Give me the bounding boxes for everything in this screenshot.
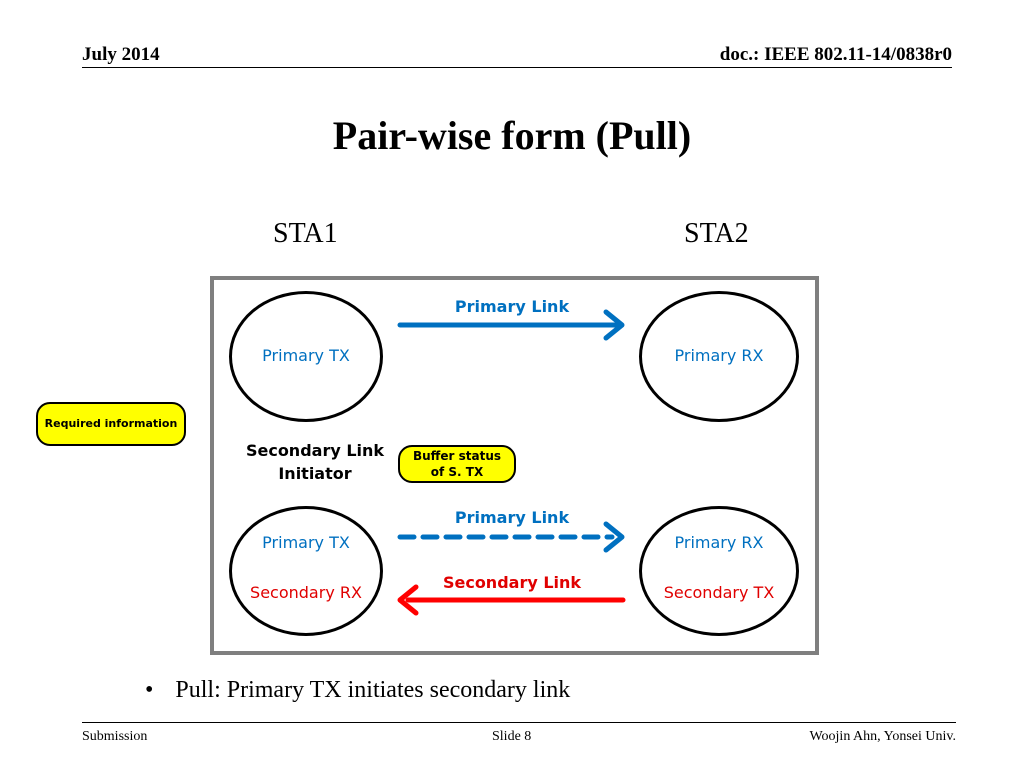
sta1-bottom-node (229, 506, 383, 636)
required-information-badge: Required information (36, 402, 186, 446)
header-rule (82, 67, 952, 68)
top-right-node-label: Primary RX (674, 346, 764, 365)
footer-submission: Submission (82, 729, 148, 744)
diagram-frame (210, 276, 819, 655)
top-primary-link-label: Primary Link (454, 297, 570, 316)
bullet-point: • Pull: Primary TX initiates secondary li… (145, 677, 570, 704)
bottom-left-secondary-label: Secondary RX (250, 583, 362, 602)
initiator-label-line2: Initiator (278, 464, 352, 483)
bottom-right-primary-label: Primary RX (674, 533, 764, 552)
bullet-text: Pull: Primary TX initiates secondary lin… (175, 677, 571, 703)
header-doc-id: doc.: IEEE 802.11-14/0838r0 (719, 44, 952, 65)
initiator-label-line1: Secondary Link (245, 441, 385, 460)
sta2-label: STA2 (684, 218, 749, 249)
bullet-marker: • (145, 677, 154, 703)
buffer-status-line2: of S. TX (430, 465, 484, 479)
header-date: July 2014 (82, 44, 160, 65)
buffer-status-line1: Buffer status (412, 449, 502, 463)
sta2-bottom-node (639, 506, 799, 636)
secondary-link-label: Secondary Link (442, 573, 582, 592)
dashed-primary-link-arrowhead (603, 521, 625, 553)
sta2-top-node (639, 291, 799, 422)
footer-author: Woojin Ahn, Yonsei Univ. (809, 729, 956, 744)
bottom-right-secondary-label: Secondary TX (663, 583, 775, 602)
footer-slide-number: Slide 8 (492, 729, 532, 744)
primary-link-arrowhead (603, 309, 625, 341)
sta1-label: STA1 (273, 218, 338, 249)
secondary-link-arrowhead (397, 584, 419, 616)
slide-title: Pair-wise form (Pull) (332, 113, 692, 158)
mid-primary-link-label: Primary Link (454, 508, 570, 527)
top-left-node-label: Primary TX (262, 346, 350, 365)
buffer-status-badge: Buffer status of S. TX (398, 445, 516, 483)
footer-rule (82, 722, 956, 723)
sta1-top-node (229, 291, 383, 422)
bottom-left-primary-label: Primary TX (262, 533, 350, 552)
